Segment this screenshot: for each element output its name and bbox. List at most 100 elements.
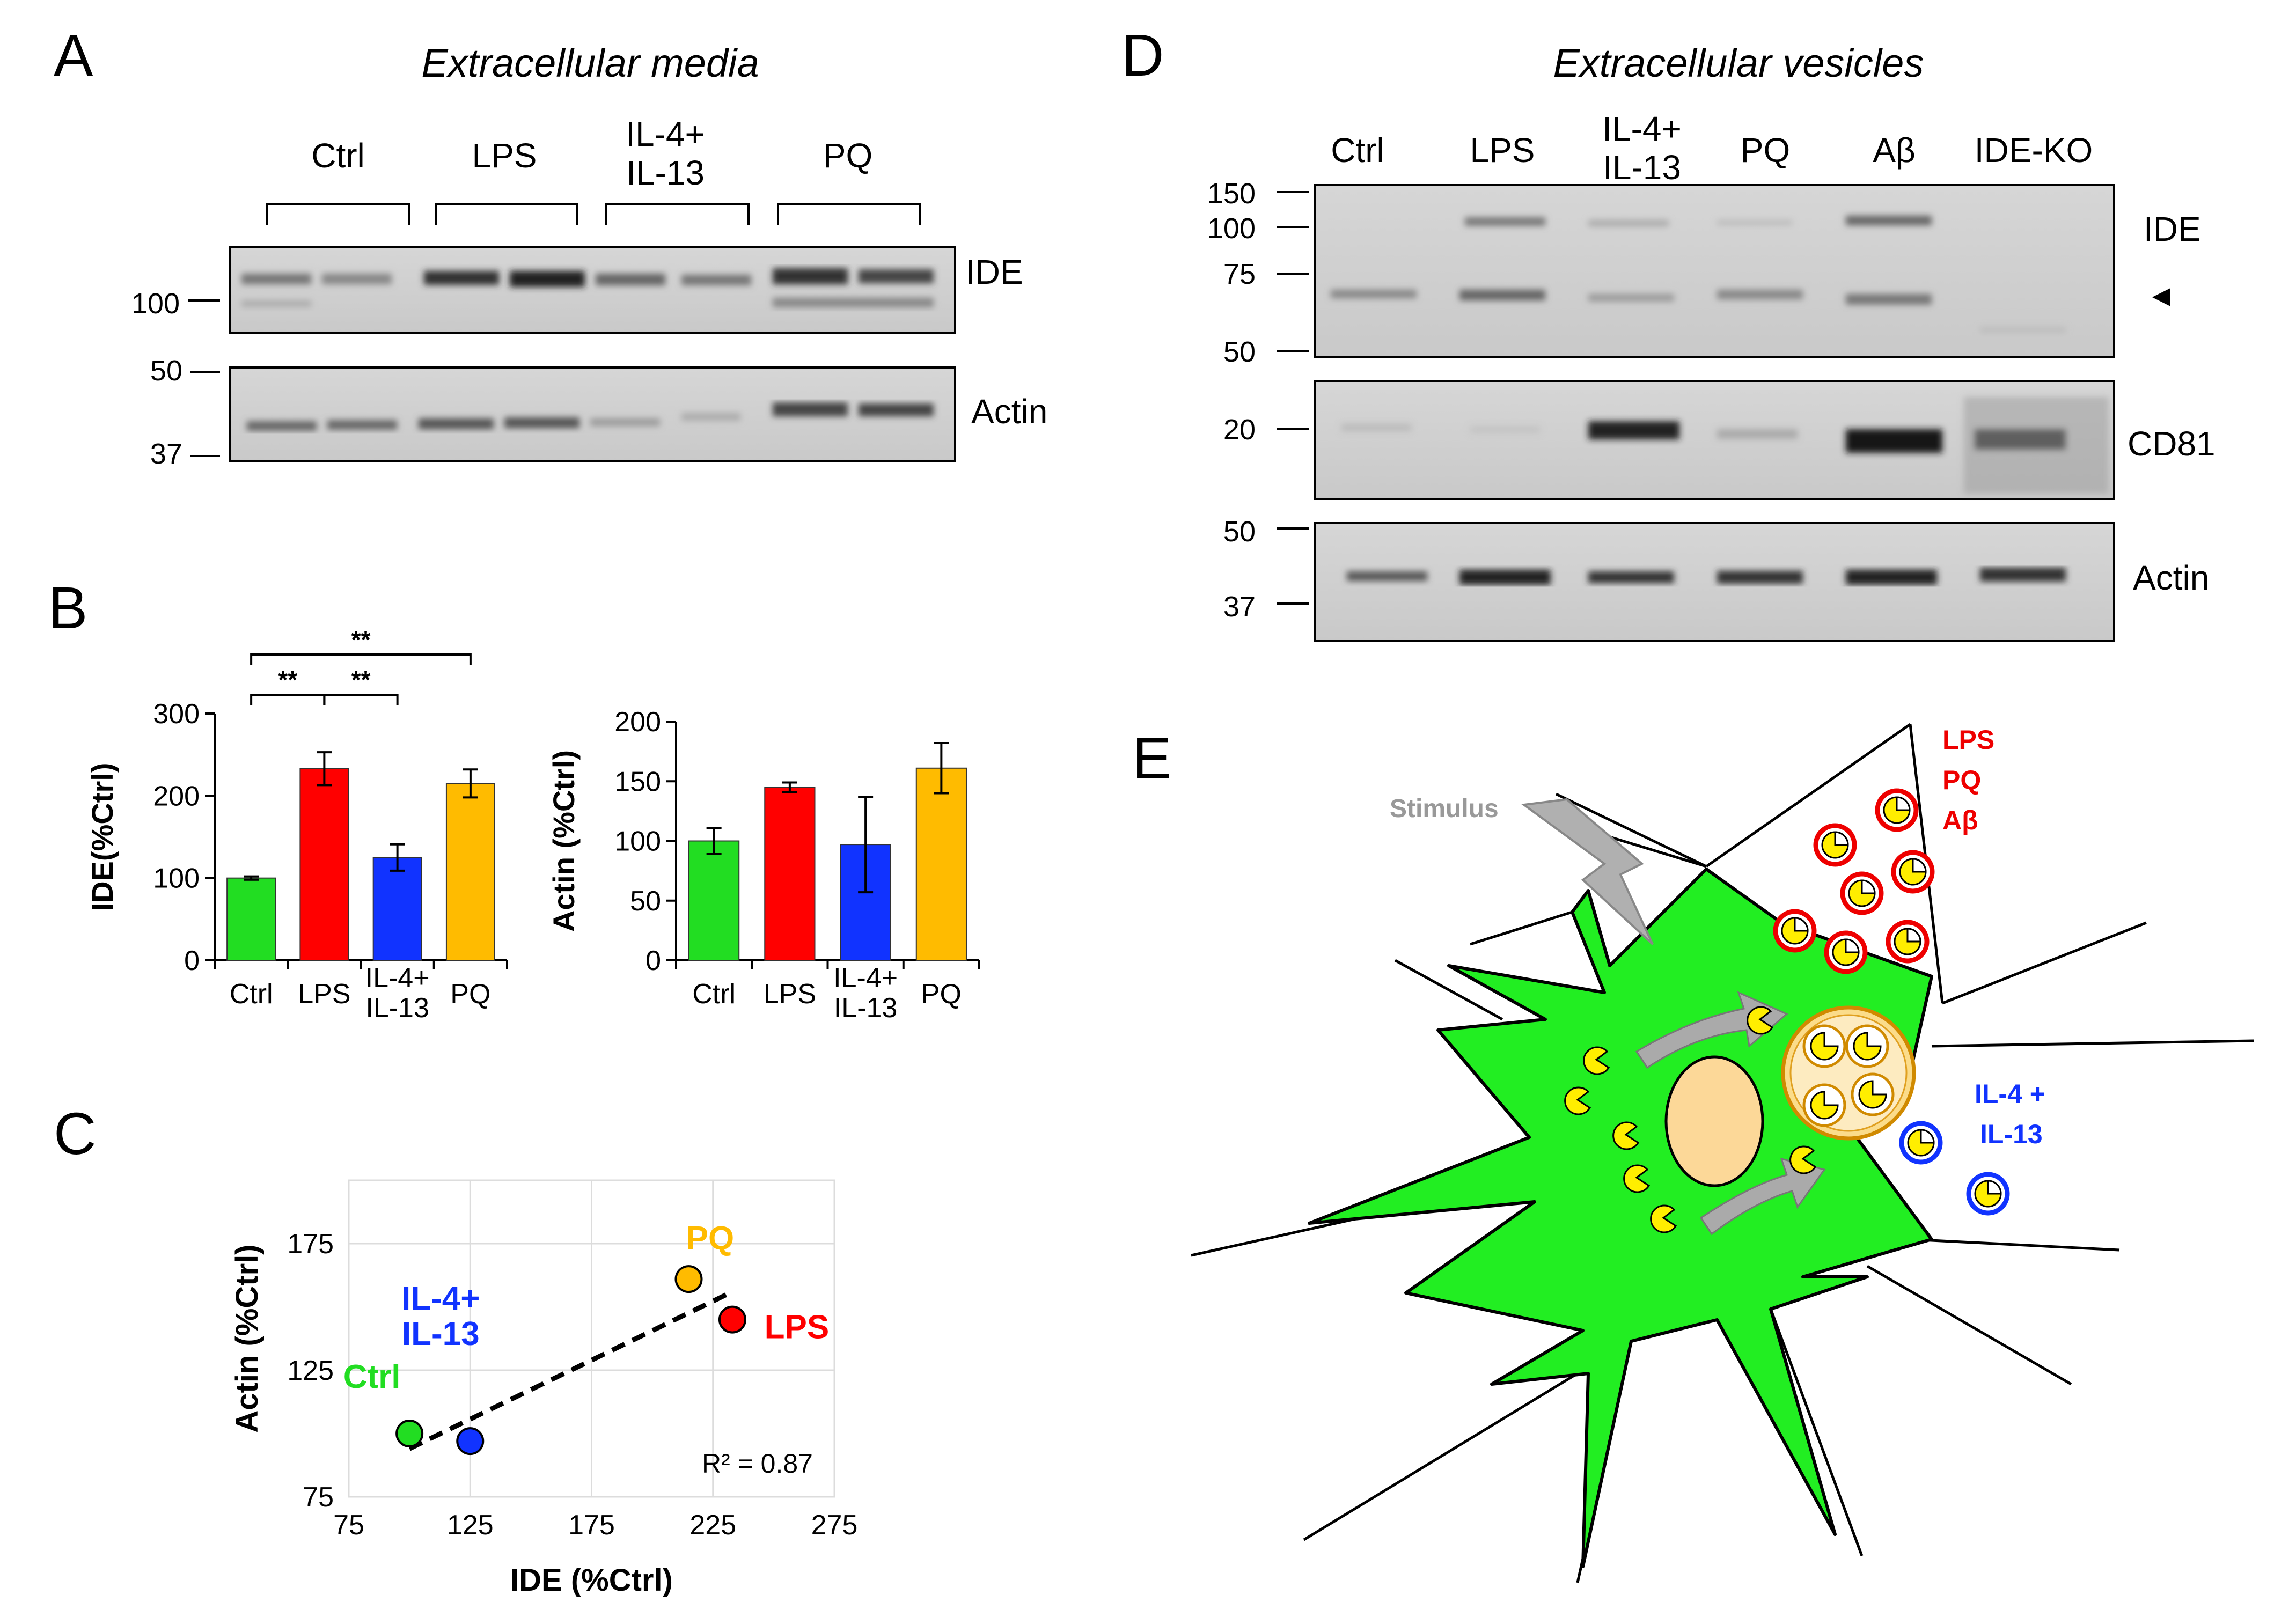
chart0-category-label-0: Ctrl <box>230 979 273 1010</box>
panel-d-ide-blot <box>1314 184 2115 358</box>
chart0-bar-2 <box>372 857 422 961</box>
panel-a-lane-il4: IL-4+IL-13 <box>626 115 705 192</box>
panel-a-mw-100: 100 <box>131 288 180 320</box>
chart2-ylabel: Actin (%Ctrl) <box>230 1244 265 1432</box>
chart2-point-2 <box>674 1265 703 1293</box>
chart0-bar-1 <box>299 768 349 961</box>
panel-a-lane-pq: PQ <box>823 136 873 175</box>
chart2-xtick-label: 125 <box>447 1510 494 1541</box>
panel-e-letter: E <box>1132 725 1172 791</box>
panel-d-title: Extracellular vesicles <box>1553 41 1924 85</box>
panel-a-lane-lps: LPS <box>472 136 537 175</box>
panel-d-lane-ctrl: Ctrl <box>1331 131 1384 170</box>
panel-d-actin-label: Actin <box>2133 558 2210 597</box>
chart2-ytick-label: 75 <box>303 1482 334 1513</box>
chart1-ytick-label: 200 <box>614 707 661 738</box>
panel-e-blue-label-il13: IL-13 <box>1980 1119 2043 1149</box>
chart0-sig-bracket-0 <box>250 694 326 705</box>
panel-a-ide-blot <box>229 246 956 334</box>
chart2-ytick-label: 175 <box>287 1229 334 1260</box>
panel-d-ide-label: IDE <box>2144 210 2201 248</box>
panel-e-blue-label-il4: IL-4 + <box>1975 1079 2045 1109</box>
panel-a-actin-blot <box>229 366 956 462</box>
chart2-ytick-label: 125 <box>287 1355 334 1386</box>
panel-e-red-label-lps: LPS <box>1942 725 1995 755</box>
chart2-xtick-label: 275 <box>811 1510 858 1541</box>
panel-a-letter: A <box>54 23 93 89</box>
chart1-bar-1 <box>764 787 816 961</box>
panel-d-lane-idko: IDE-KO <box>1974 131 2093 170</box>
chart0-bar-0 <box>226 877 276 961</box>
chart0-sig-label-1: ** <box>351 666 371 694</box>
chart0-sig-bracket-1 <box>323 694 399 705</box>
chart1-ytick-label: 0 <box>645 945 661 976</box>
panel-d-lane-pq: PQ <box>1740 131 1791 170</box>
panel-a-actin-label: Actin <box>971 392 1048 431</box>
chart2-point-1 <box>456 1427 485 1456</box>
chart1-ytick-label: 100 <box>614 826 661 857</box>
chart0-ylabel: IDE(%Ctrl) <box>85 763 119 912</box>
chart1-ytick-label: 50 <box>630 886 661 917</box>
chart0-sig-bracket-2 <box>250 653 472 665</box>
chart0-category-label-3: PQ <box>450 979 490 1010</box>
panel-d-mw-75: 75 <box>1223 258 1256 290</box>
panel-d-cd81-label: CD81 <box>2128 424 2216 463</box>
panel-d-lane-lps: LPS <box>1470 131 1535 170</box>
chart2-point-label-2: PQ <box>686 1220 735 1257</box>
chart2-xtick-label: 75 <box>333 1510 364 1541</box>
panel-d-lane-abeta: Aβ <box>1873 131 1916 170</box>
panel-d-mw-20: 20 <box>1223 414 1256 446</box>
panel-d-ide-ticks <box>1277 191 1309 352</box>
panel-d-lane-il4: IL-4+IL-13 <box>1602 109 1682 187</box>
panel-d-mw-50: 50 <box>1223 336 1256 368</box>
chart1-category-label-3: PQ <box>921 979 962 1010</box>
panel-d-mw-150: 150 <box>1207 178 1256 210</box>
panel-a-title: Extracellular media <box>421 41 759 85</box>
panel-a-lane-brackets <box>266 203 921 225</box>
chart2-point-label-0: Ctrl <box>343 1358 401 1395</box>
chart0-sig-label-2: ** <box>351 626 371 653</box>
chart0-sig-label-0: ** <box>278 666 297 694</box>
panel-d-mw-100: 100 <box>1207 212 1256 245</box>
panel-a-mw-50: 50 <box>150 355 182 387</box>
chart0-bar-3 <box>445 783 495 961</box>
chart2-xlabel: IDE (%Ctrl) <box>510 1563 673 1598</box>
panel-d-actin-blot <box>1314 522 2115 642</box>
panel-a-lane-ctrl: Ctrl <box>311 136 365 175</box>
panel-e-red-label-pq: PQ <box>1942 765 1982 795</box>
chart0-ytick-label: 300 <box>153 699 200 730</box>
panel-d-cd81-blot <box>1314 380 2115 500</box>
chart2-trendline <box>408 1289 733 1451</box>
chart1-category-label-1: LPS <box>764 979 816 1010</box>
panel-d-letter: D <box>1121 23 1164 89</box>
chart2-point-0 <box>395 1420 424 1447</box>
panel-e-red-label-abeta: Aβ <box>1942 805 1978 835</box>
chart0-category-label-2: IL-4+IL-13 <box>365 962 430 1024</box>
panel-d-mw-50b: 50 <box>1223 516 1256 548</box>
chart1-ytick-label: 150 <box>614 766 661 797</box>
panel-a-ide-label: IDE <box>966 253 1023 291</box>
chart2-point-3 <box>718 1305 746 1334</box>
chart0-category-label-1: LPS <box>298 979 350 1010</box>
panel-e-stimulus-label: Stimulus <box>1390 795 1499 823</box>
chart2-point-label-1: IL-4+IL-13 <box>401 1280 480 1353</box>
chart0-ytick-label: 200 <box>153 781 200 812</box>
chart2-xtick-label: 175 <box>568 1510 615 1541</box>
panel-d-mw-37: 37 <box>1223 591 1256 623</box>
chart1-bar-3 <box>915 767 967 961</box>
chart1-category-label-0: Ctrl <box>692 979 736 1010</box>
panel-d-arrow-icon: ◄ <box>2146 278 2176 312</box>
chart0-ytick-label: 0 <box>184 945 200 976</box>
chart1-ylabel: Actin (%Ctrl) <box>547 750 581 932</box>
panel-c-letter: C <box>54 1101 97 1167</box>
chart1-category-label-2: IL-4+IL-13 <box>833 962 898 1024</box>
panel-a-mw-37: 37 <box>150 438 182 470</box>
panel-e-cell-diagram <box>1191 723 2254 1583</box>
panel-b-letter: B <box>48 575 88 641</box>
chart0-ytick-label: 100 <box>153 863 200 894</box>
chart2-xtick-label: 225 <box>689 1510 736 1541</box>
chart2-r2-annotation: R² = 0.87 <box>702 1449 813 1479</box>
chart1-bar-0 <box>688 840 740 961</box>
